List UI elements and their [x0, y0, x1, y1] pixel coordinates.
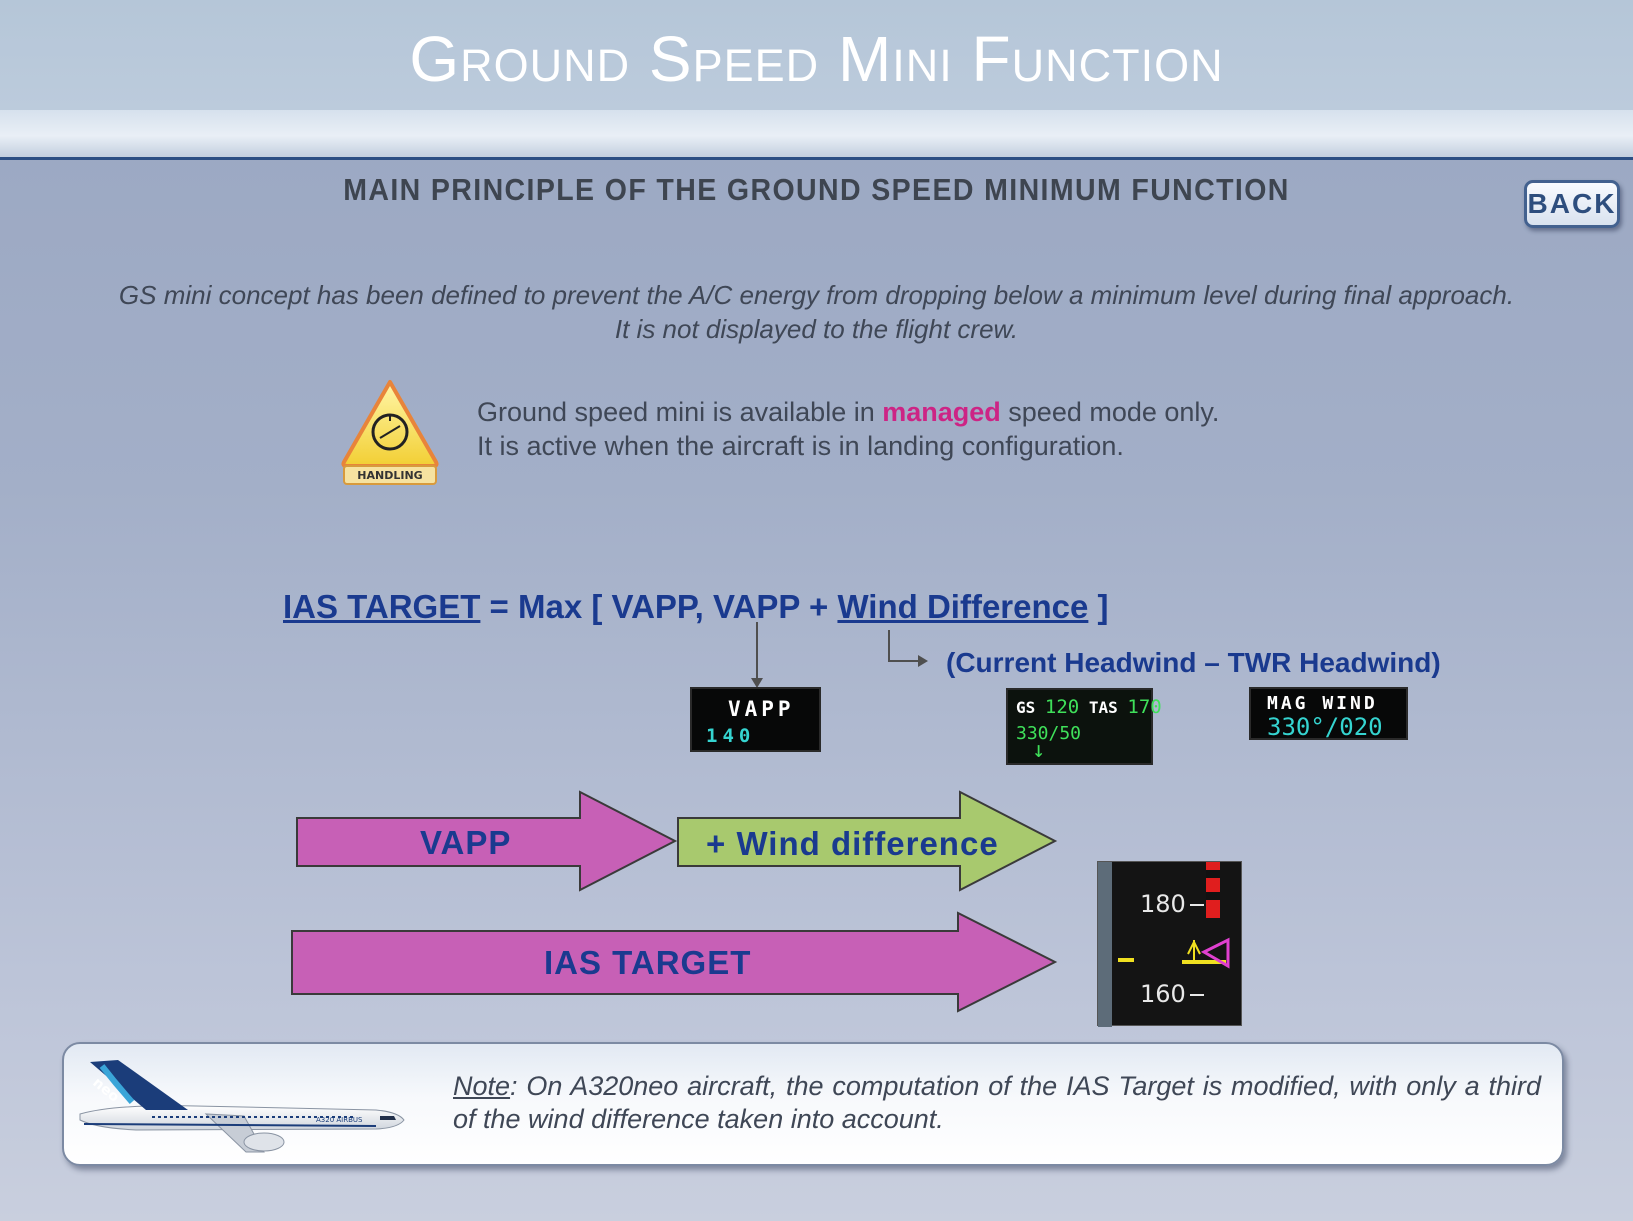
speed-tape-symbols	[1118, 862, 1230, 996]
headwind-expression: (Current Headwind – TWR Headwind)	[946, 647, 1441, 678]
mag-wind-value: 330°/020	[1267, 713, 1383, 741]
gs-value: 120	[1044, 696, 1080, 718]
formula-close: ]	[1088, 588, 1109, 625]
vapp-arrow-label: VAPP	[420, 824, 512, 861]
formula-middle: = Max [ VAPP, VAPP +	[480, 588, 838, 625]
intro-line-1: GS mini concept has been defined to prev…	[118, 280, 1515, 310]
speed-tape-edge	[1098, 862, 1112, 1027]
wind-arrow-icon: ↓	[1032, 738, 1046, 763]
wind-value: 330/50	[1016, 723, 1082, 744]
handling-label: HANDLING	[357, 469, 422, 482]
section-title: MAIN PRINCIPLE OF THE GROUND SPEED MINIM…	[343, 172, 1290, 207]
ias-target-arrow-label: IAS TARGET	[544, 944, 752, 981]
availability-text: Ground speed mini is available in manage…	[477, 395, 1219, 463]
speed-tape: 180 160	[1097, 861, 1242, 1027]
speed-tape-upper-label: 180	[1140, 890, 1186, 918]
aircraft-livery-text: A320 AIRBUS	[316, 1116, 363, 1124]
handling-warning-icon: HANDLING	[341, 380, 439, 485]
tas-label: TAS	[1088, 698, 1118, 717]
availability-suffix: speed mode only.	[1000, 397, 1220, 427]
tas-value: 170	[1127, 696, 1162, 718]
wind-difference-arrow-label: + Wind difference	[706, 825, 999, 862]
formula-ias-target: IAS TARGET	[283, 588, 481, 625]
formula-wind-difference: Wind Difference	[837, 588, 1089, 625]
availability-prefix: Ground speed mini is available in	[477, 397, 883, 427]
intro-text: GS mini concept has been defined to prev…	[40, 278, 1593, 346]
note-text: Note: On A320neo aircraft, the computati…	[453, 1070, 1541, 1136]
note-label: Note	[453, 1071, 511, 1101]
note-body: : On A320neo aircraft, the computation o…	[453, 1071, 1541, 1134]
mag-wind-label: MAG WIND	[1267, 693, 1378, 714]
gs-label: GS	[1016, 698, 1036, 717]
speed-tape-lower-label: 160	[1140, 980, 1186, 1008]
gs-tas-row: GS 120 TAS 170	[1016, 696, 1162, 718]
note-box: A320 AIRBUS neo Note: On A320neo aircraf…	[62, 1042, 1564, 1166]
gs-tas-display: GS 120 TAS 170 330/50 ↓	[1006, 688, 1162, 765]
header-band	[0, 110, 1633, 160]
page-header: Ground Speed Mini Function	[0, 0, 1633, 110]
availability-line-1: Ground speed mini is available in manage…	[477, 395, 1219, 429]
mag-wind-display: MAG WIND 330°/020	[1249, 687, 1408, 741]
ias-target-arrow	[291, 911, 1058, 1013]
back-button[interactable]: BACK	[1524, 180, 1620, 228]
page-title: Ground Speed Mini Function	[409, 23, 1224, 95]
managed-highlight: managed	[882, 397, 1001, 427]
intro-line-2: It is not displayed to the flight crew.	[614, 314, 1019, 344]
availability-line-2: It is active when the aircraft is in lan…	[477, 431, 1124, 461]
vapp-display-label: VAPP	[728, 697, 795, 721]
vapp-arrow	[296, 790, 678, 892]
wind-difference-arrow	[677, 790, 1058, 892]
vapp-display: VAPP 140	[690, 687, 821, 752]
vapp-display-value: 140	[706, 725, 756, 747]
ias-formula: IAS TARGET = Max [ VAPP, VAPP + Wind Dif…	[283, 588, 1109, 626]
a320neo-aircraft-image: A320 AIRBUS neo	[79, 1060, 405, 1153]
